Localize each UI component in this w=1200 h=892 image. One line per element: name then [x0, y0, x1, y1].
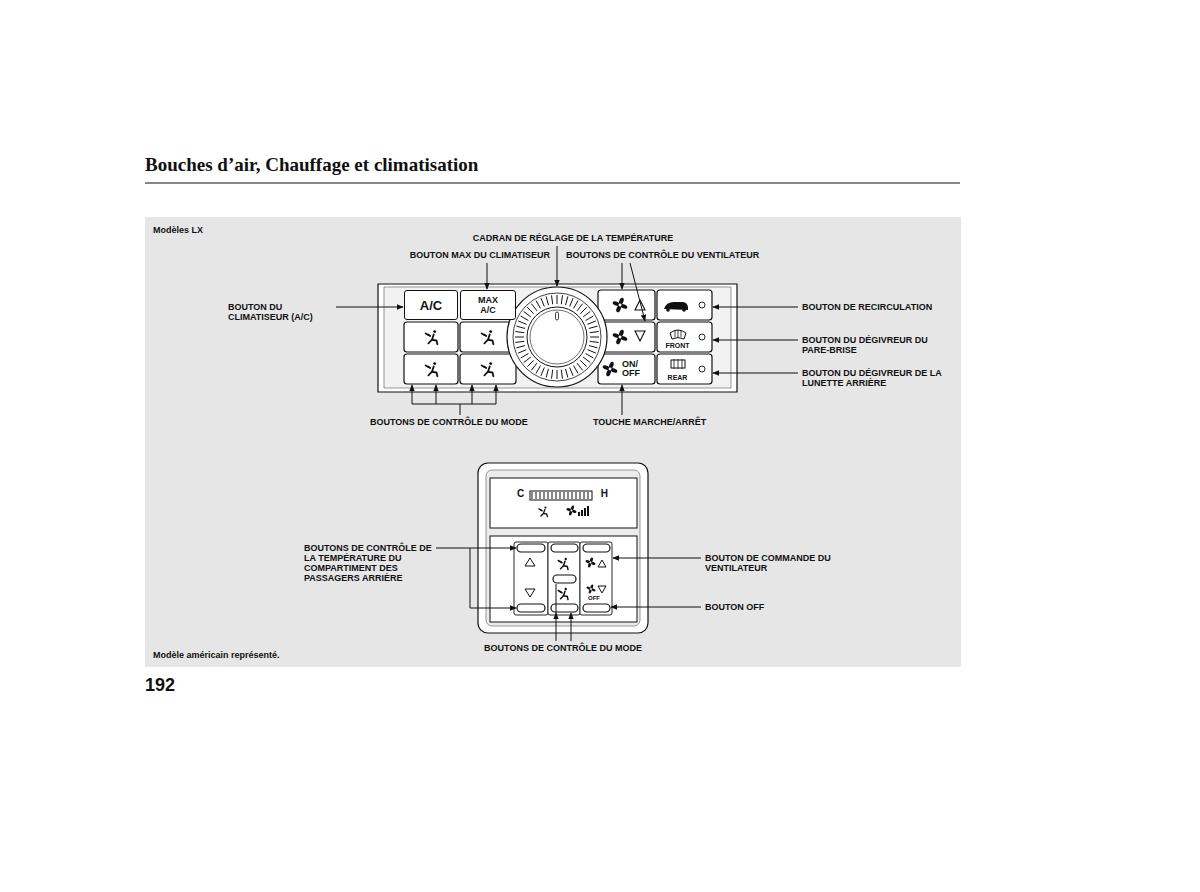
callout-label: BOUTON OFF — [705, 602, 764, 612]
callout-label: BOUTONS DE CONTRÔLE DU MODE — [370, 417, 528, 427]
dial-tick — [590, 337, 599, 338]
callout-label: CADRAN DE RÉGLAGE DE LA TEMPÉRATURE — [453, 233, 693, 243]
button-text: MAX A/C — [461, 295, 515, 315]
lcd-segment — [536, 492, 537, 499]
dial-tick — [541, 367, 544, 375]
dial-tick — [561, 295, 562, 304]
callout-label: BOUTON DU DÉGIVREUR DE LA LUNETTE ARRIÈR… — [802, 368, 952, 388]
dial-tick — [574, 301, 579, 309]
callout-label: BOUTON MAX DU CLIMATISEUR — [370, 250, 550, 260]
control-button: REAR — [657, 354, 698, 384]
lcd-segment — [552, 492, 553, 499]
dial-tick — [589, 326, 598, 328]
page-number: 192 — [145, 675, 175, 695]
button-text: A/C — [405, 298, 457, 313]
page-title: Bouches d’air, Chauffage et climatisatio… — [145, 154, 478, 176]
dial-tick — [521, 354, 529, 359]
callout-label: TOUCHE MARCHE/ARRÊT — [593, 417, 706, 427]
lcd-segment — [584, 492, 585, 499]
dial-tick — [541, 298, 544, 306]
dial-tick — [570, 298, 573, 306]
lcd-segment — [572, 492, 573, 499]
note: Modèle américain représenté. — [153, 650, 280, 660]
dial-tick — [552, 295, 553, 304]
callout-label: BOUTON DE RECIRCULATION — [802, 302, 932, 312]
lcd-segment — [540, 492, 541, 499]
button-text: C — [517, 488, 524, 500]
button-text: OFF — [581, 595, 607, 602]
dial-tick — [590, 332, 599, 333]
dial-tick — [583, 311, 590, 316]
dial-tick — [566, 369, 568, 378]
dial-tick — [515, 337, 524, 338]
lcd-display: CH — [515, 486, 610, 502]
lcd-segment — [580, 492, 581, 499]
dial-tick — [577, 363, 582, 370]
dial-tick — [516, 346, 525, 348]
dial-tick — [574, 366, 579, 374]
dial-tick — [524, 357, 531, 362]
dial-tick — [552, 370, 553, 379]
control-button: MAX A/C — [460, 290, 516, 320]
dial-tick — [577, 304, 582, 311]
lcd-segment — [564, 492, 565, 499]
lcd-segment — [544, 492, 545, 499]
dial-tick — [587, 350, 595, 353]
note: Modèles LX — [153, 225, 203, 235]
dial-tick — [590, 341, 599, 342]
dial-tick — [521, 316, 529, 321]
callout-label: BOUTON DE COMMANDE DU VENTILATEUR — [705, 553, 855, 573]
dial-tick — [557, 370, 558, 379]
button-text: ON/ OFF — [622, 360, 655, 378]
dial-tick — [580, 307, 586, 313]
dial-tick — [515, 341, 524, 342]
dial-tick — [570, 367, 573, 375]
dial-tick — [586, 316, 594, 321]
dial-tick — [546, 369, 548, 378]
dial-tick — [536, 301, 541, 309]
dial-tick — [515, 332, 524, 333]
dial-tick — [583, 357, 590, 362]
dial-tick — [561, 370, 562, 379]
dial-tick — [516, 326, 525, 328]
dial-tick — [580, 360, 586, 366]
lcd-segment — [588, 492, 589, 499]
dial-tick — [586, 354, 594, 359]
button-text: H — [601, 488, 608, 500]
control-button: ON/ OFF — [598, 354, 655, 384]
lcd-segment — [568, 492, 569, 499]
lcd-segment — [576, 492, 577, 499]
lcd-segment — [560, 492, 561, 499]
dial-tick — [527, 307, 533, 313]
dial-tick — [518, 350, 526, 353]
lcd-segment — [556, 492, 557, 499]
dial-tick — [518, 321, 526, 324]
lcd-bar — [530, 491, 592, 500]
dial-tick — [557, 295, 558, 304]
control-button: FRONT — [657, 322, 698, 352]
callout-label: BOUTON DU CLIMATISEUR (A/C) — [228, 302, 332, 322]
dial-tick — [536, 366, 541, 374]
dial-tick — [527, 360, 533, 366]
callout-label: BOUTONS DE CONTRÔLE DE LA TEMPÉRATURE DU… — [304, 543, 434, 583]
button-text: REAR — [657, 374, 698, 382]
callout-label: BOUTONS DE CONTRÔLE DU MODE — [453, 643, 673, 653]
dial-tick — [524, 311, 531, 316]
lcd-segment — [548, 492, 549, 499]
dial-tick — [531, 363, 536, 370]
control-button: OFF — [581, 594, 607, 603]
callout-label: BOUTON DU DÉGIVREUR DU PARE-BRISE — [802, 335, 952, 355]
lcd-segment — [532, 492, 533, 499]
dial-tick — [546, 296, 548, 305]
button-text: FRONT — [657, 342, 698, 350]
dial-tick — [587, 321, 595, 324]
dial-tick — [531, 304, 536, 311]
control-button: A/C — [404, 290, 458, 320]
callout-label: BOUTONS DE CONTRÔLE DU VENTILATEUR — [566, 250, 759, 260]
dial-tick — [566, 296, 568, 305]
dial-tick — [589, 346, 598, 348]
